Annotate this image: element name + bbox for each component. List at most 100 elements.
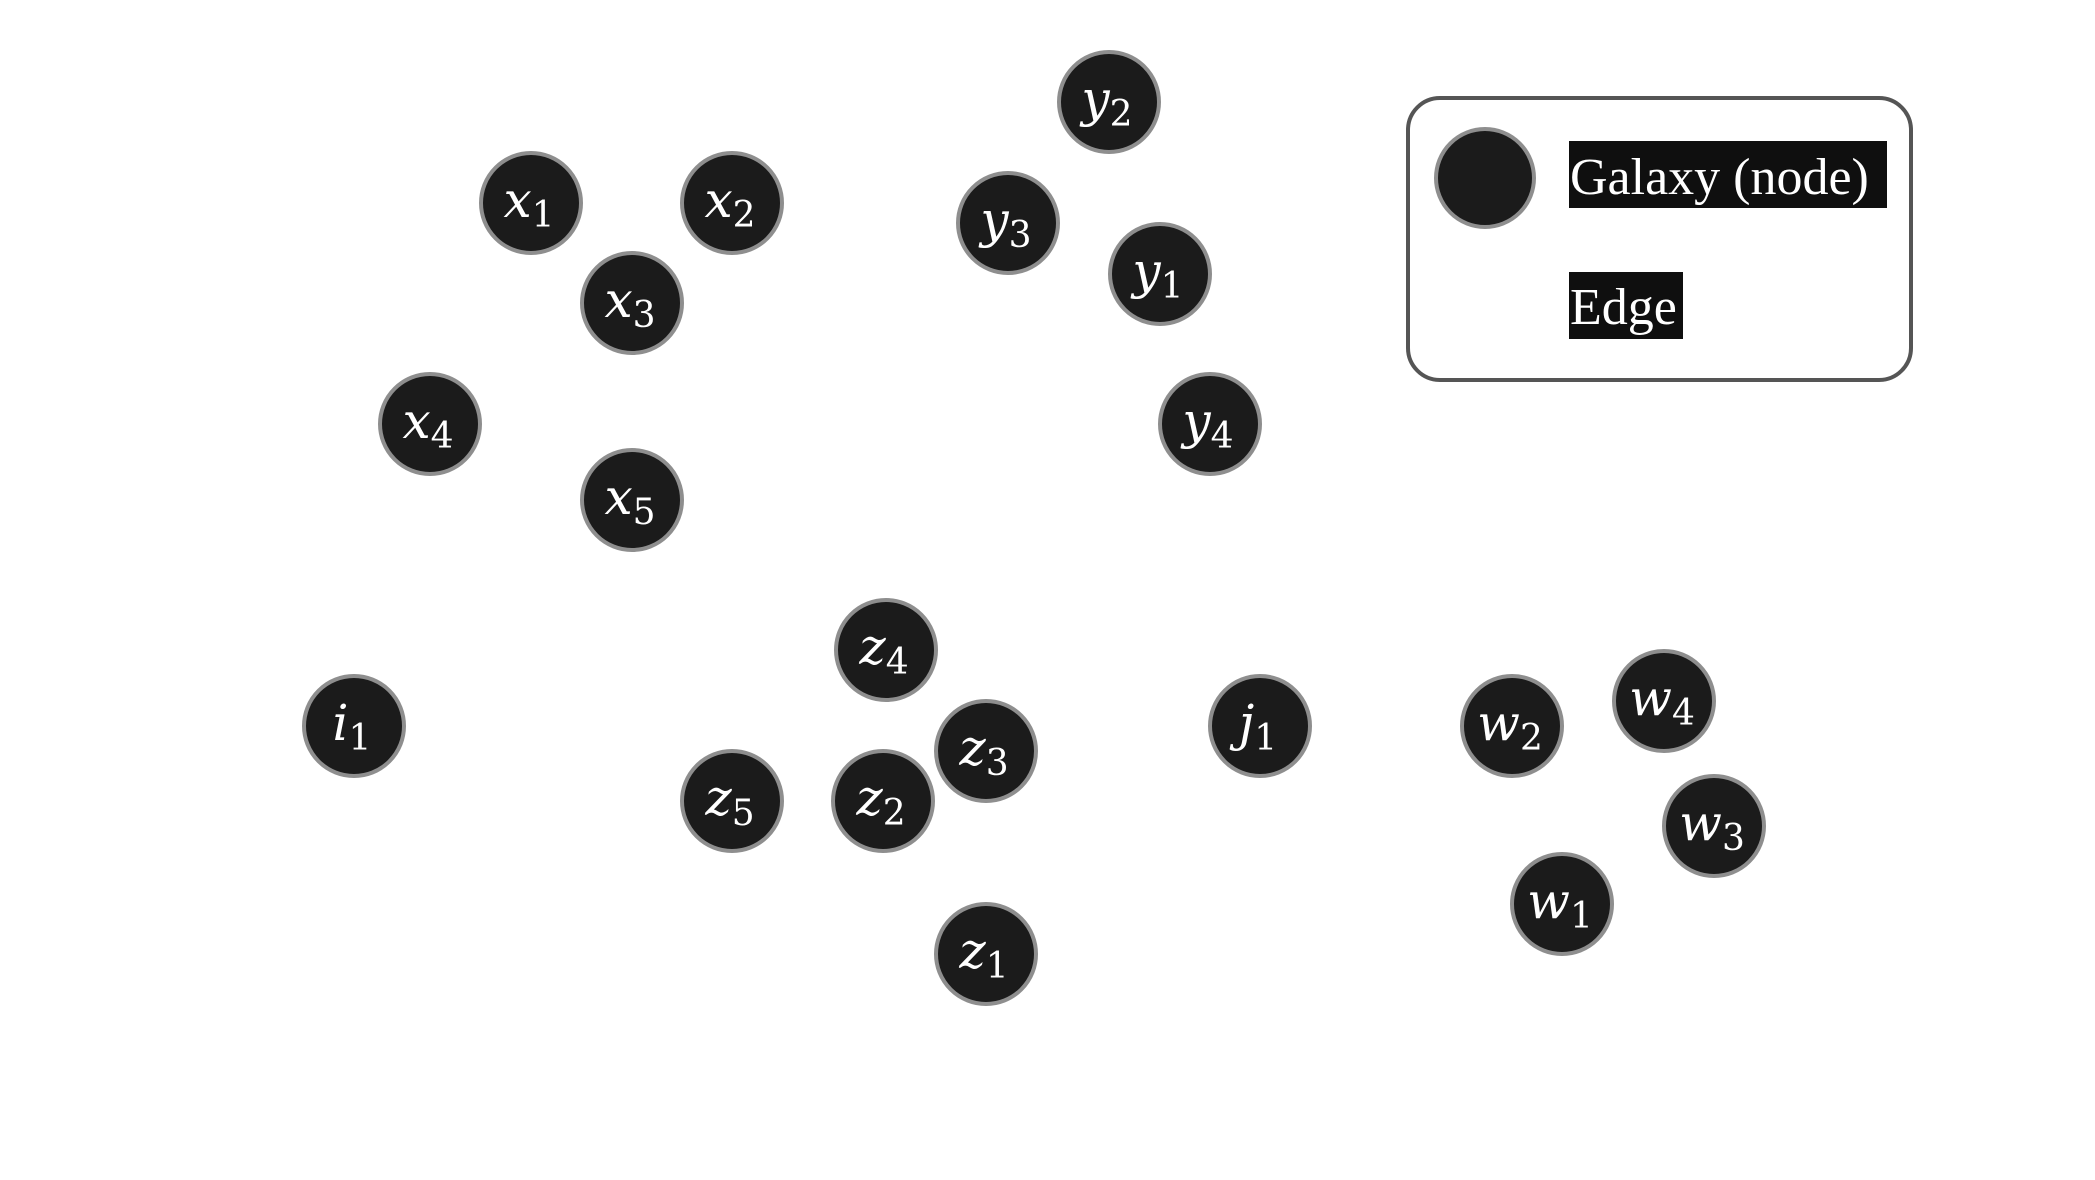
- node-label-subscript: 3: [1722, 818, 1745, 859]
- node-x2: x2: [680, 151, 784, 255]
- node-label-subscript: 2: [733, 195, 756, 236]
- node-w4: w4: [1612, 649, 1716, 753]
- node-j1: j1: [1208, 674, 1312, 778]
- node-label: w1: [1527, 872, 1593, 937]
- node-label-subscript: 1: [532, 195, 555, 236]
- node-label-subscript: 4: [886, 642, 909, 683]
- node-label-subscript: 3: [986, 743, 1009, 784]
- node-circle: [1662, 774, 1766, 878]
- node-label-subscript: 1: [986, 946, 1009, 987]
- node-label-subscript: 2: [883, 793, 906, 834]
- node-i1: i1: [302, 674, 406, 778]
- node-w2: w2: [1460, 674, 1564, 778]
- node-label-subscript: 2: [1110, 94, 1133, 135]
- legend-node-label-bg: [1569, 141, 1887, 208]
- node-label: y1: [1130, 242, 1183, 307]
- node-circle: [1510, 852, 1614, 956]
- node-label-base: w: [1629, 669, 1672, 727]
- node-label: z3: [958, 719, 1008, 784]
- node-y3: y3: [956, 171, 1060, 275]
- node-label-subscript: 4: [1211, 416, 1234, 457]
- node-label-base: x: [402, 392, 430, 450]
- node-label-base: z: [958, 719, 986, 777]
- node-x5: x5: [580, 448, 684, 552]
- node-label-base: x: [503, 171, 531, 229]
- legend-edge-label-bg: [1569, 272, 1683, 339]
- node-label-base: y: [978, 191, 1009, 249]
- node-label: w4: [1629, 669, 1695, 734]
- node-label-subscript: 1: [1161, 266, 1184, 307]
- node-label-subscript: 5: [633, 492, 656, 533]
- node-label-base: w: [1679, 794, 1722, 852]
- node-label: x3: [604, 271, 655, 336]
- node-label: x2: [704, 171, 755, 236]
- node-label-subscript: 1: [1254, 718, 1277, 759]
- node-label: y2: [1079, 70, 1132, 135]
- node-label: y4: [1180, 392, 1233, 457]
- node-label: z4: [858, 618, 908, 683]
- node-label-base: z: [858, 618, 886, 676]
- node-circle: [1460, 674, 1564, 778]
- node-label-base: z: [958, 922, 986, 980]
- legend-node-label: Galaxy (node): [1570, 149, 1869, 206]
- node-z3: z3: [934, 699, 1038, 803]
- node-circle: [680, 749, 784, 853]
- node-label: z5: [704, 769, 754, 834]
- node-label: z2: [855, 769, 905, 834]
- node-circle: [378, 372, 482, 476]
- node-z5: z5: [680, 749, 784, 853]
- node-label-subscript: 1: [1570, 896, 1593, 937]
- node-label-base: y: [1130, 242, 1161, 300]
- node-label: w3: [1679, 794, 1745, 859]
- node-label-subscript: 2: [1520, 718, 1543, 759]
- node-circle: [680, 151, 784, 255]
- node-label: x1: [503, 171, 554, 236]
- node-label: y3: [978, 191, 1031, 256]
- node-x3: x3: [580, 251, 684, 355]
- node-label-base: z: [855, 769, 883, 827]
- node-label: i1: [333, 694, 372, 759]
- node-x1: x1: [479, 151, 583, 255]
- node-z4: z4: [834, 598, 938, 702]
- node-z1: z1: [934, 902, 1038, 1006]
- node-z2: z2: [831, 749, 935, 853]
- node-label-subscript: 4: [1672, 693, 1695, 734]
- node-label-base: x: [604, 468, 632, 526]
- node-label: x5: [604, 468, 655, 533]
- legend-node-swatch: [1434, 127, 1536, 229]
- node-label-base: y: [1180, 392, 1211, 450]
- node-label: x4: [402, 392, 453, 457]
- node-circle: [1208, 674, 1312, 778]
- node-circle: [1612, 649, 1716, 753]
- legend-edge-label: Edge: [1570, 279, 1677, 336]
- node-y1: y1: [1108, 222, 1212, 326]
- node-circle: [934, 902, 1038, 1006]
- node-label: w2: [1477, 694, 1543, 759]
- node-circle: [580, 251, 684, 355]
- node-label-base: i: [333, 694, 349, 752]
- node-circle: [479, 151, 583, 255]
- node-circle: [580, 448, 684, 552]
- node-circle: [1057, 50, 1161, 154]
- legend: Galaxy (node) Edge: [1406, 96, 1913, 382]
- node-label-subscript: 3: [1009, 215, 1032, 256]
- node-circle: [1108, 222, 1212, 326]
- node-circle: [302, 674, 406, 778]
- node-label-base: w: [1527, 872, 1570, 930]
- node-label-subscript: 5: [732, 793, 755, 834]
- node-label-base: x: [704, 171, 732, 229]
- node-label-base: z: [704, 769, 732, 827]
- node-x4: x4: [378, 372, 482, 476]
- node-circle: [834, 598, 938, 702]
- node-label-subscript: 4: [431, 416, 454, 457]
- node-label-base: x: [604, 271, 632, 329]
- node-circle: [956, 171, 1060, 275]
- node-label-subscript: 3: [633, 295, 656, 336]
- node-label-subscript: 1: [349, 718, 372, 759]
- node-circle: [934, 699, 1038, 803]
- node-y2: y2: [1057, 50, 1161, 154]
- node-label-base: y: [1079, 70, 1110, 128]
